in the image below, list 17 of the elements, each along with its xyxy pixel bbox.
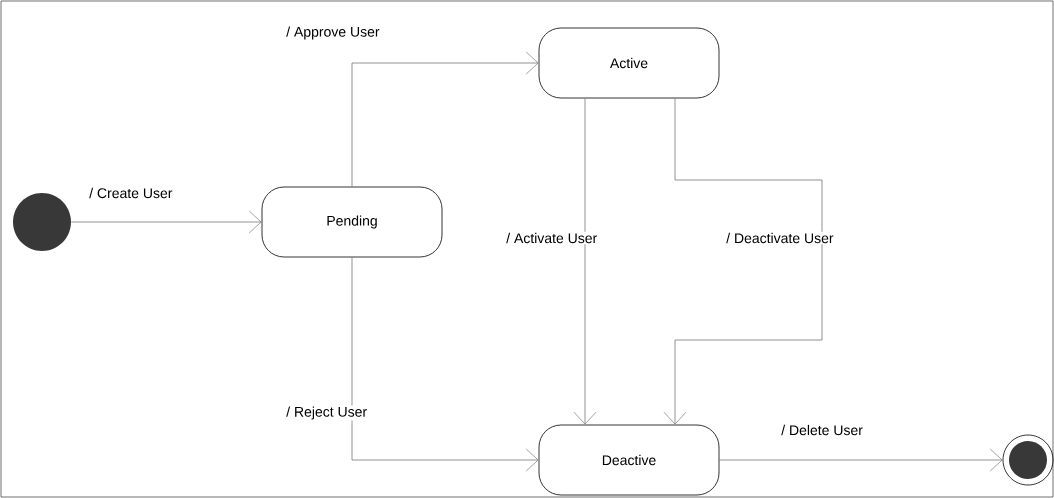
arrow <box>573 98 597 425</box>
state-box: Deactive <box>538 424 720 496</box>
edge-label: / Deactivate User <box>725 231 835 245</box>
edge-label: / Reject User <box>285 405 369 421</box>
edge-label: / Create User <box>88 186 174 200</box>
arrow <box>351 51 539 187</box>
arrow <box>719 448 1003 472</box>
edge-label: / Activate User <box>505 231 599 245</box>
arrow <box>70 210 262 234</box>
final-state <box>1002 434 1054 486</box>
arrow <box>351 257 539 472</box>
arrow <box>663 98 823 425</box>
edge-label: / Delete User <box>780 423 864 437</box>
state-box: Active <box>538 27 720 99</box>
edge-label: / Approve User <box>285 25 381 41</box>
state-box: Pending <box>261 186 443 258</box>
initial-state <box>13 193 71 251</box>
